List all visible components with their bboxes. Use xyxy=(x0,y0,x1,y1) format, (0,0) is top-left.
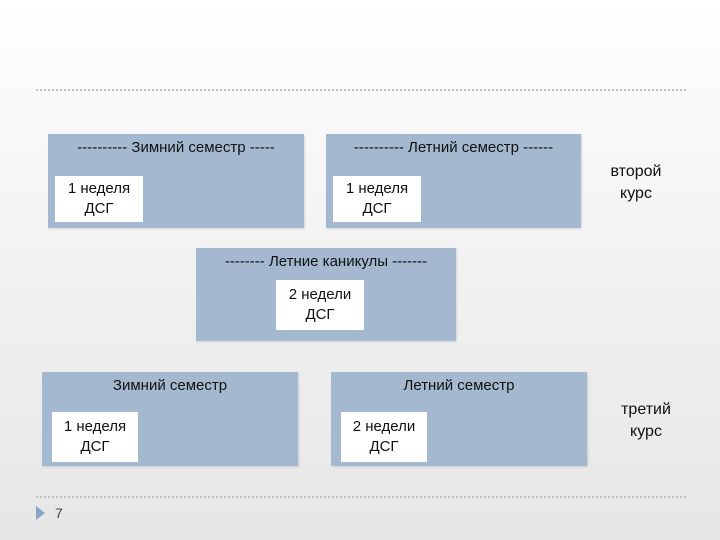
bottom-divider xyxy=(36,496,686,498)
slide-number: 7 xyxy=(55,505,63,521)
year-label-line1: второй xyxy=(610,163,662,180)
block-title: ---------- Зимний семестр ----- xyxy=(77,139,275,156)
year-label-line2: курс xyxy=(620,185,652,202)
dsg-weeks: 2 недели xyxy=(288,286,352,303)
dsg-box: 1 неделя ДСГ xyxy=(333,176,421,222)
dsg-label: ДСГ xyxy=(369,438,399,455)
year2-label: второй курс xyxy=(596,161,676,205)
top-divider xyxy=(36,89,686,91)
year3-winter-semester-block: Зимний семестр 1 неделя ДСГ xyxy=(42,372,298,466)
dsg-box: 2 недели ДСГ xyxy=(276,280,364,330)
year-label-line2: курс xyxy=(630,423,662,440)
year3-label: третий курс xyxy=(606,399,686,443)
play-arrow-icon xyxy=(36,506,45,520)
block-title: -------- Летние каникулы ------- xyxy=(224,253,428,270)
dsg-weeks: 2 недели xyxy=(352,418,416,435)
year-label-line1: третий xyxy=(621,401,671,418)
block-title: ---------- Летний семестр ------ xyxy=(353,139,554,156)
dsg-box: 1 неделя ДСГ xyxy=(55,176,143,222)
dsg-box: 1 неделя ДСГ xyxy=(52,412,138,462)
block-title: Зимний семестр xyxy=(112,377,228,394)
year3-summer-semester-block: Летний семестр 2 недели ДСГ xyxy=(331,372,587,466)
dsg-box: 2 недели ДСГ xyxy=(341,412,427,462)
dsg-label: ДСГ xyxy=(80,438,110,455)
dsg-weeks: 1 неделя xyxy=(345,180,409,197)
dsg-label: ДСГ xyxy=(362,200,392,217)
dsg-weeks: 1 неделя xyxy=(67,180,131,197)
dsg-weeks: 1 неделя xyxy=(63,418,127,435)
year2-winter-semester-block: ---------- Зимний семестр ----- 1 неделя… xyxy=(48,134,304,228)
summer-holidays-block: -------- Летние каникулы ------- 2 недел… xyxy=(196,248,456,341)
year2-summer-semester-block: ---------- Летний семестр ------ 1 недел… xyxy=(326,134,581,228)
block-title: Летний семестр xyxy=(403,377,515,394)
dsg-label: ДСГ xyxy=(305,306,335,323)
dsg-label: ДСГ xyxy=(84,200,114,217)
